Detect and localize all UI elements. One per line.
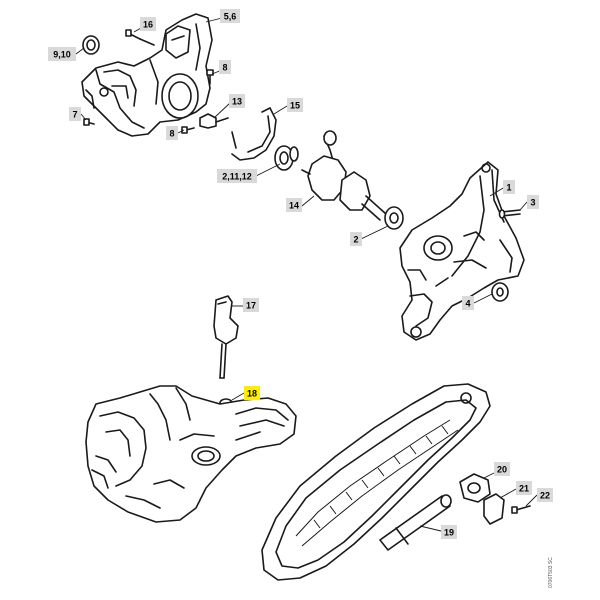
callout-20-label: 20 [497,465,507,475]
callout-19: 19 [441,525,457,539]
callout-2-label: 2 [353,235,358,245]
sleeve-19 [379,494,452,551]
seal-ring [82,35,100,55]
stud-3 [498,209,521,219]
callout-13-label: 13 [232,97,242,107]
leader-lines [75,17,538,532]
callout-5-6-label: 5,6 [224,12,237,22]
callout-4: 4 [462,296,474,310]
callout-16-label: 16 [143,20,153,30]
callout-14: 14 [286,198,302,212]
bearing-2-11-12 [274,145,299,171]
callout-4-label: 4 [465,299,470,309]
sensor-13 [199,113,229,129]
callout-7: 7 [69,107,81,121]
callout-9-10: 9,10 [48,47,76,61]
callout-5-6: 5,6 [220,9,240,23]
callout-17: 17 [243,298,259,312]
crankshaft-14 [301,130,387,221]
clamp-20 [459,473,491,503]
callout-20: 20 [494,462,510,476]
callout-18-label: 18 [247,389,257,399]
callout-8-upper-label: 8 [222,63,227,73]
callout-8-lower: 8 [166,126,178,140]
callout-21-label: 21 [519,484,529,494]
callout-22-label: 22 [540,491,550,501]
guide-bar [261,383,491,581]
clip-21 [483,493,505,525]
callout-19-label: 19 [444,528,454,538]
callout-2-11-12-label: 2,11,12 [222,172,252,182]
callout-16: 16 [140,17,156,31]
tank-housing [85,385,297,523]
callout-14-label: 14 [289,201,299,211]
screw-16 [125,29,155,46]
screw-8-lower [181,126,195,134]
oil-pickup-17 [213,295,239,379]
callout-2-11-12: 2,11,12 [217,169,257,183]
callout-22: 22 [537,488,553,502]
callout-1: 1 [503,180,515,194]
callout-15: 15 [287,98,303,112]
callout-8-lower-label: 8 [169,129,174,139]
screw-7 [83,118,95,126]
callout-3: 3 [527,195,539,209]
callout-1-label: 1 [506,183,511,193]
heat-shield-15 [231,107,277,161]
callout-9-10-label: 9,10 [53,50,71,60]
callout-18: 18 [244,386,260,400]
callout-2: 2 [350,232,362,246]
bearing-2 [384,206,404,230]
screw-8-upper [206,69,214,85]
callout-3-label: 3 [530,198,535,208]
crankcase-half-left [81,13,213,137]
callout-7-label: 7 [72,110,77,120]
bushing-4 [491,282,509,302]
screw-22 [511,505,531,514]
callout-17-label: 17 [246,301,256,311]
callout-8-upper: 8 [219,60,231,74]
callout-13: 13 [229,94,245,108]
document-number: 0706T503 SC [548,557,554,588]
callout-15-label: 15 [290,101,300,111]
callout-21: 21 [516,481,532,495]
